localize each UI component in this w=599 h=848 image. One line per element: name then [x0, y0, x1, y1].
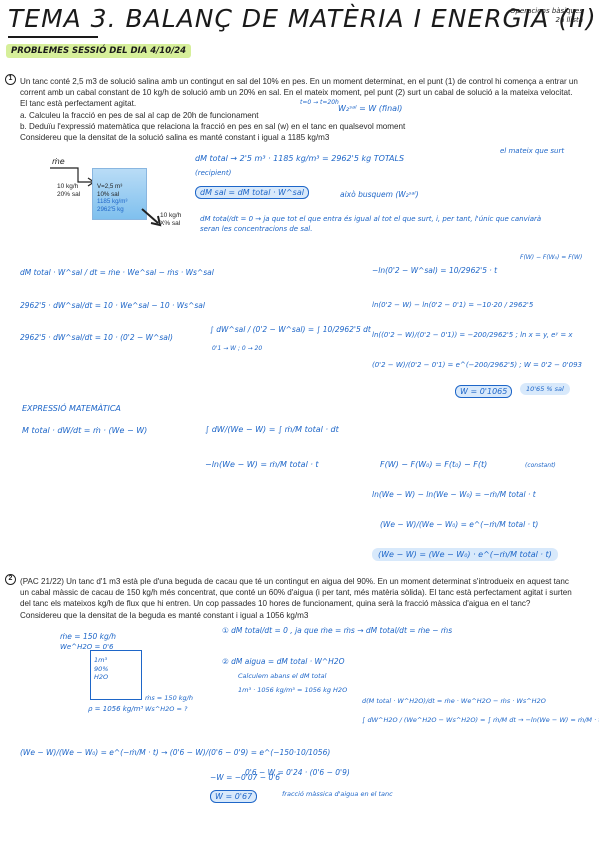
p1-right-4: (0'2 − W)/(0'2 − 0'1) = e^(−200/2962'5) …: [372, 361, 582, 369]
p1-tank-density: 1185 kg/m³: [97, 198, 128, 205]
p1-constant-note: (constant): [525, 462, 556, 469]
p1-salt-note: això busquem (W₂ˢᵃˡ): [340, 190, 419, 199]
p1-tank-salt: 10% sal: [97, 190, 120, 198]
p1-salt-line: dM sal = dM total · W^sal: [195, 186, 309, 199]
title-underline: [8, 36, 98, 38]
problem-2-number: 2: [5, 574, 16, 585]
p2-inflow-w: We^H2O = 0'6: [60, 643, 114, 651]
p1-expr-5: ln(We − W) − ln(We − W₀) = −ṁ/M total · …: [372, 490, 536, 499]
problem-1-density: Considereu que la densitat de la solució…: [20, 133, 330, 143]
problem-2-density: Considereu que la densitat de la beguda …: [20, 610, 309, 620]
p2-ratio: (We − W)/(We − W₀) = e^(−ṁ/M · t) → (0'6…: [20, 748, 331, 757]
p2-tank-volume: 1m³: [94, 656, 108, 664]
p1-mass-line: dM total → 2'5 m³ · 1185 kg/m³ = 2962'5 …: [195, 154, 405, 163]
problem-1-text: Un tanc conté 2,5 m3 de solució salina a…: [20, 77, 578, 109]
session-label: PROBLEMES SESSIÓ DEL DIA 4/10/24: [6, 44, 192, 58]
p1-inflow-salt: 20% sal: [57, 191, 81, 198]
p2-integral: ∫ dW^H2O / (We^H2O − Ws^H2O) = ∫ ṁ/M dt …: [362, 716, 599, 724]
p1-final-note: W₂ˢᵃˡ = W (final): [338, 104, 403, 113]
p2-calc-2: −W = −0'07 − 0'6: [210, 773, 281, 782]
p2-step-2-calc: 1m³ · 1056 kg/m³ = 1056 kg H2O: [238, 686, 348, 694]
p2-step-2-note: Calculem abans el dM total: [238, 672, 327, 680]
p1-expr-final: (We − W) = (We − W₀) · e^(−ṁ/M total · t…: [372, 548, 558, 561]
p1-outflow-salt: X% sal: [160, 220, 181, 227]
p2-outflow-w: Ws^H2O = ?: [145, 705, 188, 713]
p1-expr-title: EXPRESSIÓ MATEMÀTICA: [22, 404, 121, 413]
p1-inflow-rate: 10 kg/h: [57, 183, 79, 190]
p1-dmdt-note: dM total/dt = 0 → ja que tot el que entr…: [200, 215, 542, 233]
p2-inflow: ṁe = 150 kg/h: [60, 632, 117, 641]
p1-tank-info: V=2,5 m³ 10% sal 1185 kg/m³ 2962'5 kg: [97, 183, 128, 213]
author-note: Operacions bàsiques 2a llista: [510, 7, 583, 25]
p1-answer: W = 0'1065: [455, 385, 513, 398]
p1-outflow-info: 10 kg/h X% sal: [160, 212, 181, 228]
p1-answer-note: 10'65 % sal: [520, 383, 570, 395]
p2-balance: d(M total · W^H2O)/dt = ṁe · We^H2O − ṁs…: [362, 697, 546, 705]
p1-expr-1: M total · dW/dt = ṁ · (We − W): [22, 426, 148, 435]
p2-tank-h2o: H2O: [94, 673, 109, 681]
p2-answer-note: fracció màssica d'aigua en el tanc: [282, 790, 393, 798]
p2-step-2: ② dM aigua = dM total · W^H2O: [222, 657, 345, 666]
p1-balance-1: dM total · W^sal / dt = ṁe · We^sal − ṁs…: [20, 268, 214, 277]
p1-right-2: ln(0'2 − W) − ln(0'2 − 0'1) = −10·20 / 2…: [372, 301, 534, 309]
p2-density: ρ = 1056 kg/m³: [88, 705, 144, 713]
p2-answer: W = 0'67: [210, 790, 258, 803]
p2-tank: [90, 650, 142, 700]
problem-1-statement: Un tanc conté 2,5 m3 de solució salina a…: [20, 76, 580, 143]
p1-balance-2: 2962'5 · dW^sal/dt = 10 · We^sal − 10 · …: [20, 301, 205, 310]
p1-expr-2: ∫ dW/(We − W) = ∫ ṁ/M total · dt: [205, 425, 339, 434]
p1-mixed-note: el mateix que surt: [500, 147, 565, 155]
p2-calc-1: 0'6 − W = 0'24 · (0'6 − 0'9): [245, 768, 350, 777]
p1-outflow-rate: 10 kg/h: [160, 212, 182, 219]
p1-right-1: −ln(0'2 − W^sal) = 10/2962'5 · t: [372, 266, 498, 275]
p1-side-formula: F(W) − F(W₀) = F(W): [520, 254, 583, 261]
problem-1-part-b: b. Deduïu l'expressió matemàtica que rel…: [20, 121, 406, 131]
page-title: TEMA 3. BALANÇ DE MATÈRIA I ENERGIA (II): [8, 4, 597, 33]
p1-integral: ∫ dW^sal / (0'2 − W^sal) = ∫ 10/2962'5 d…: [210, 325, 371, 334]
p1-expr-4: F(W) − F(W₀) = F(t₀) − F(t): [380, 460, 488, 469]
problem-2-text: (PAC 21/22) Un tanc d'1 m3 està ple d'un…: [20, 577, 572, 609]
p1-mass-note: (recipient): [195, 169, 232, 177]
p1-inflow-label: ṁe: [52, 157, 65, 166]
author-line-1: Operacions bàsiques: [510, 7, 583, 15]
p1-balance-3: 2962'5 · dW^sal/dt = 10 · (0'2 − W^sal): [20, 333, 173, 342]
problem-1-part-a: a. Calculeu la fracció en pes de sal al …: [20, 110, 259, 120]
p1-tank-volume: V=2,5 m³: [97, 183, 123, 190]
p1-integral-limits: 0'1 → W ; 0 → 20: [212, 345, 263, 352]
p1-expr-6: (We − W)/(We − W₀) = e^(−ṁ/M total · t): [380, 520, 539, 529]
p1-inflow-info: 10 kg/h 20% sal: [57, 183, 80, 199]
p1-right-3: ln((0'2 − W)/(0'2 − 0'1)) = −200/2962'5 …: [372, 331, 573, 339]
p2-step-1: ① dM total/dt = 0 , ja que ṁe = ṁs → dM …: [222, 626, 453, 635]
p2-tank-water: 90%: [94, 664, 109, 673]
author-line-2: 2a llista: [555, 16, 583, 24]
problem-1-number: 1: [5, 74, 16, 85]
p1-time-note: t=0 → t=20h: [300, 99, 339, 106]
p2-tank-info: 1m³ 90% H2O: [94, 656, 108, 682]
problem-2-statement: (PAC 21/22) Un tanc d'1 m3 està ple d'un…: [20, 576, 580, 621]
p1-expr-3: −ln(We − W) = ṁ/M total · t: [205, 460, 319, 469]
p1-outflow-arrow: [141, 208, 162, 227]
p1-tank: [92, 168, 147, 220]
p1-tank-mass: 2962'5 kg: [97, 205, 124, 213]
p2-outflow: ṁs = 150 kg/h: [145, 694, 193, 702]
